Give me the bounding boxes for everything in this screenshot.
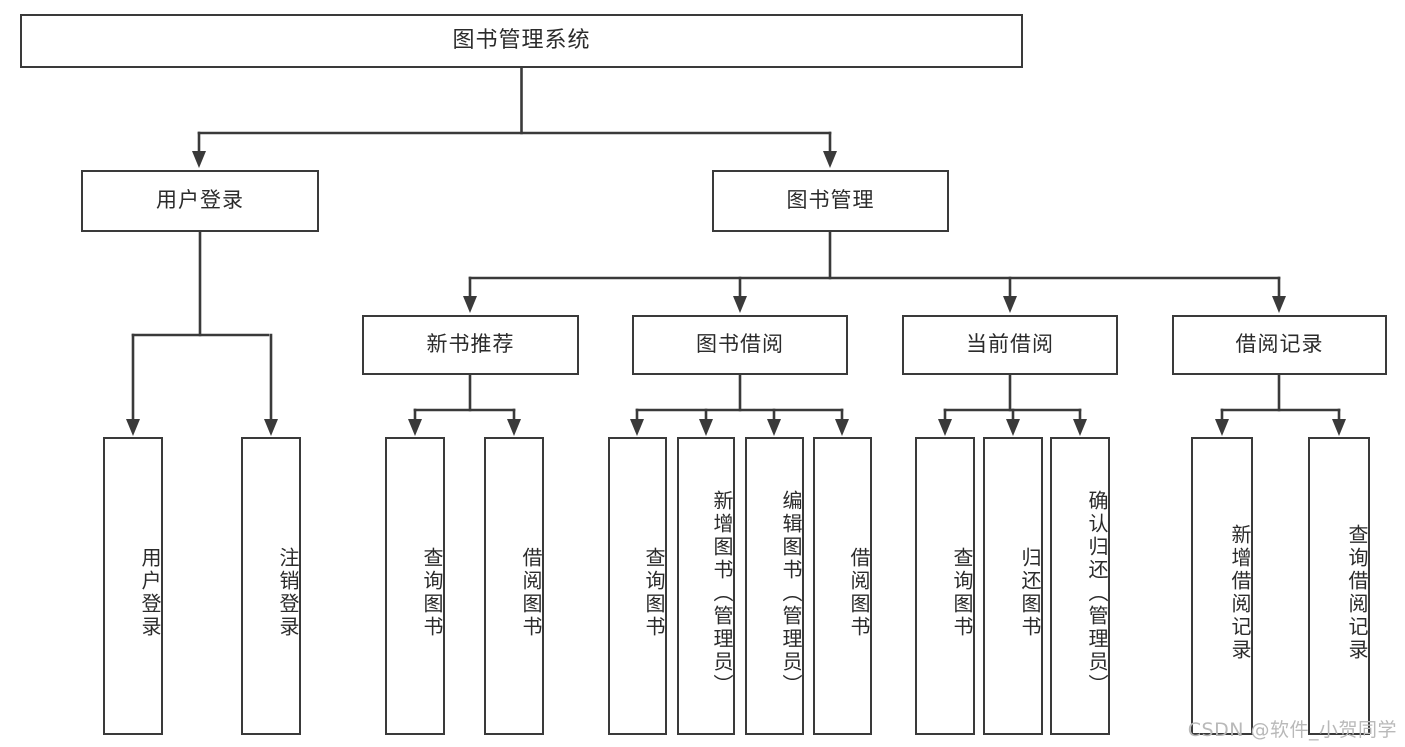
node-level2-1[interactable]: 图书管理	[712, 170, 949, 232]
arrowhead-icon	[733, 296, 747, 313]
watermark: CSDN @软件_小贺同学	[1187, 719, 1397, 741]
node-label: 用户登录	[138, 547, 162, 639]
node-leaf-7[interactable]: 借阅图书	[813, 437, 872, 735]
arrowhead-icon	[823, 151, 837, 168]
node-label: 图书借阅	[696, 332, 784, 357]
node-leaf-6[interactable]: 编辑图书（管理员）	[745, 437, 804, 735]
node-leaf-10[interactable]: 确认归还（管理员）	[1050, 437, 1110, 735]
node-label: 归还图书	[1018, 547, 1042, 639]
node-label: 借阅图书	[519, 547, 543, 639]
node-label: 借阅记录	[1235, 332, 1324, 357]
node-leaf-1[interactable]: 注销登录	[241, 437, 301, 735]
node-level2-0[interactable]: 用户登录	[81, 170, 319, 232]
node-leaf-11[interactable]: 新增借阅记录	[1191, 437, 1253, 735]
node-label: 当前借阅	[966, 332, 1054, 357]
arrowhead-icon	[126, 419, 140, 436]
arrowhead-icon	[767, 419, 781, 436]
arrowhead-icon	[1006, 419, 1020, 436]
node-label: 查询图书	[642, 547, 666, 639]
node-label: 新增借阅记录	[1228, 524, 1252, 662]
node-label: 编辑图书（管理员）	[779, 489, 803, 697]
arrowhead-icon	[264, 419, 278, 436]
node-label: 新增图书（管理员）	[710, 489, 734, 697]
node-label: 用户登录	[156, 188, 244, 213]
arrowhead-icon	[1003, 296, 1017, 313]
node-label: 新书推荐	[426, 332, 515, 357]
arrowhead-icon	[630, 419, 644, 436]
node-label: 查询图书	[420, 547, 444, 639]
arrowhead-icon	[1073, 419, 1087, 436]
node-leaf-5[interactable]: 新增图书（管理员）	[677, 437, 735, 735]
arrowhead-icon	[1215, 419, 1229, 436]
node-leaf-4[interactable]: 查询图书	[608, 437, 667, 735]
node-label: 借阅图书	[847, 547, 871, 639]
node-label: 图书管理	[786, 188, 875, 213]
arrowhead-icon	[192, 151, 206, 168]
node-label: 注销登录	[276, 547, 300, 639]
node-level3-3[interactable]: 借阅记录	[1172, 315, 1387, 375]
node-leaf-12[interactable]: 查询借阅记录	[1308, 437, 1370, 735]
arrowhead-icon	[463, 296, 477, 313]
arrowhead-icon	[835, 419, 849, 436]
arrowhead-icon	[1332, 419, 1346, 436]
node-label: 图书管理系统	[452, 27, 591, 53]
node-label: 查询图书	[950, 547, 974, 639]
arrowhead-icon	[938, 419, 952, 436]
arrowhead-icon	[1272, 296, 1286, 313]
node-level3-1[interactable]: 图书借阅	[632, 315, 848, 375]
arrowhead-icon	[699, 419, 713, 436]
node-leaf-8[interactable]: 查询图书	[915, 437, 975, 735]
arrowhead-icon	[408, 419, 422, 436]
node-leaf-9[interactable]: 归还图书	[983, 437, 1043, 735]
node-leaf-0[interactable]: 用户登录	[103, 437, 163, 735]
node-leaf-3[interactable]: 借阅图书	[484, 437, 544, 735]
node-label: 确认归还（管理员）	[1085, 489, 1109, 697]
node-leaf-2[interactable]: 查询图书	[385, 437, 445, 735]
node-level3-2[interactable]: 当前借阅	[902, 315, 1118, 375]
node-level3-0[interactable]: 新书推荐	[362, 315, 579, 375]
node-label: 查询借阅记录	[1345, 524, 1369, 662]
arrowhead-icon	[507, 419, 521, 436]
node-root[interactable]: 图书管理系统	[20, 14, 1023, 68]
